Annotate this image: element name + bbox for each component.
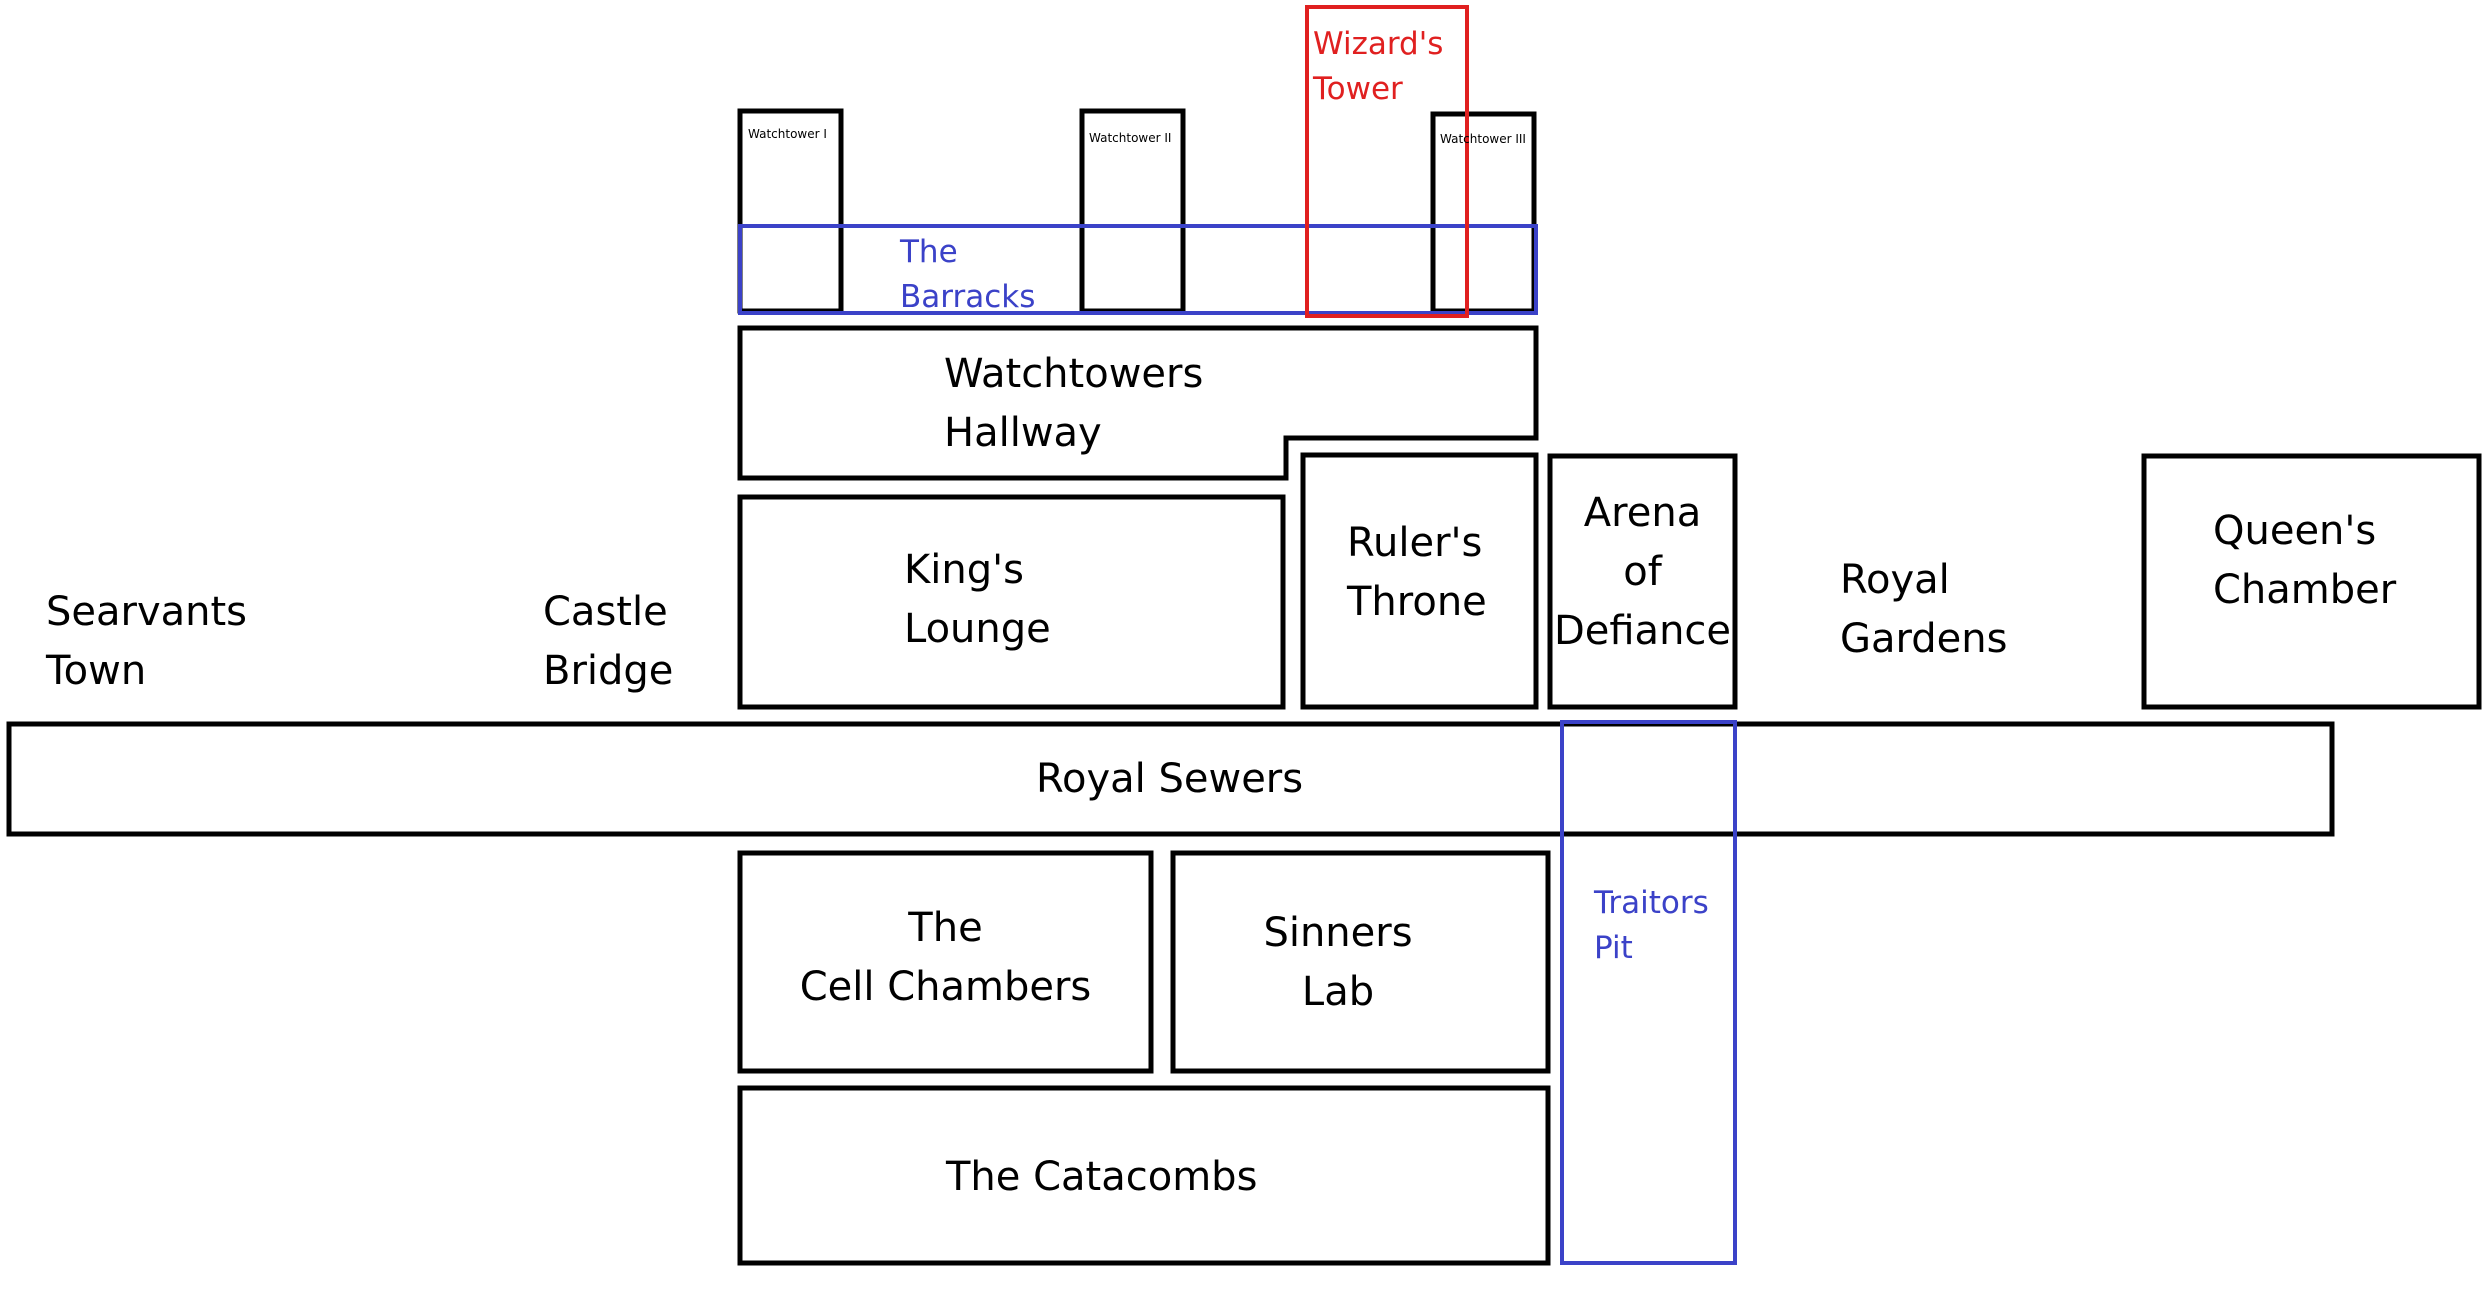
catacombs-box — [737, 1085, 1551, 1266]
barracks-box — [738, 224, 1538, 315]
arena-of-defiance-box — [1547, 453, 1738, 710]
watchtowers-hallway-box — [737, 325, 1539, 481]
watchtower-1-box — [737, 108, 844, 314]
traitors-pit-box — [1560, 720, 1737, 1265]
catacombs-label: The Catacombs — [946, 1154, 1258, 1200]
traitors-pit-label: Traitors Pit — [1594, 885, 1709, 966]
cell-chambers-box — [737, 850, 1154, 1074]
sinners-lab-label: Sinners Lab — [1263, 910, 1413, 1015]
watchtower-3-label: Watchtower III — [1440, 132, 1526, 146]
rulers-throne-label: Ruler's Throne — [1347, 520, 1487, 625]
royal-gardens-label: Royal Gardens — [1840, 557, 2008, 662]
queens-chamber-box — [2141, 453, 2482, 710]
wizards-tower-box — [1305, 5, 1469, 318]
queens-chamber-label: Queen's Chamber — [2213, 508, 2397, 613]
watchtowers-hallway-label: Watchtowers Hallway — [944, 351, 1204, 456]
barracks-label: The Barracks — [900, 234, 1036, 315]
watchtower-1-label: Watchtower I — [748, 127, 827, 141]
castle-bridge-label: Castle Bridge — [543, 589, 674, 694]
watchtower-2-label: Watchtower II — [1089, 131, 1172, 145]
royal-sewers-box — [6, 721, 2335, 837]
kings-lounge-box — [737, 494, 1286, 710]
royal-sewers-label: Royal Sewers — [1036, 756, 1304, 802]
servants-town-label: Searvants Town — [46, 589, 248, 694]
kings-lounge-label: King's Lounge — [904, 547, 1051, 652]
wizards-tower-label: Wizard's Tower — [1313, 26, 1444, 107]
sinners-lab-box — [1170, 850, 1551, 1074]
arena-of-defiance-label: Arena of Defiance — [1553, 490, 1732, 654]
cell-chambers-label: The Cell Chambers — [799, 905, 1092, 1010]
rulers-throne-box — [1300, 452, 1539, 710]
